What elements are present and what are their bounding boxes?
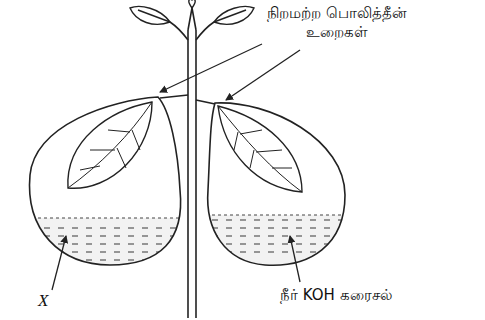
left-polythene-bag xyxy=(20,97,190,278)
top-leaves xyxy=(130,0,254,24)
leader-lines xyxy=(52,44,300,290)
label: நிறமற்ற பொலித்தீன் உறைகள் xyxy=(262,4,412,42)
stem xyxy=(160,8,215,318)
leaf xyxy=(218,106,302,192)
label: நீர் KOH கரைசல் xyxy=(280,286,470,305)
right-polythene-bag xyxy=(200,103,350,275)
label: X xyxy=(38,290,68,311)
leaf xyxy=(68,102,152,188)
